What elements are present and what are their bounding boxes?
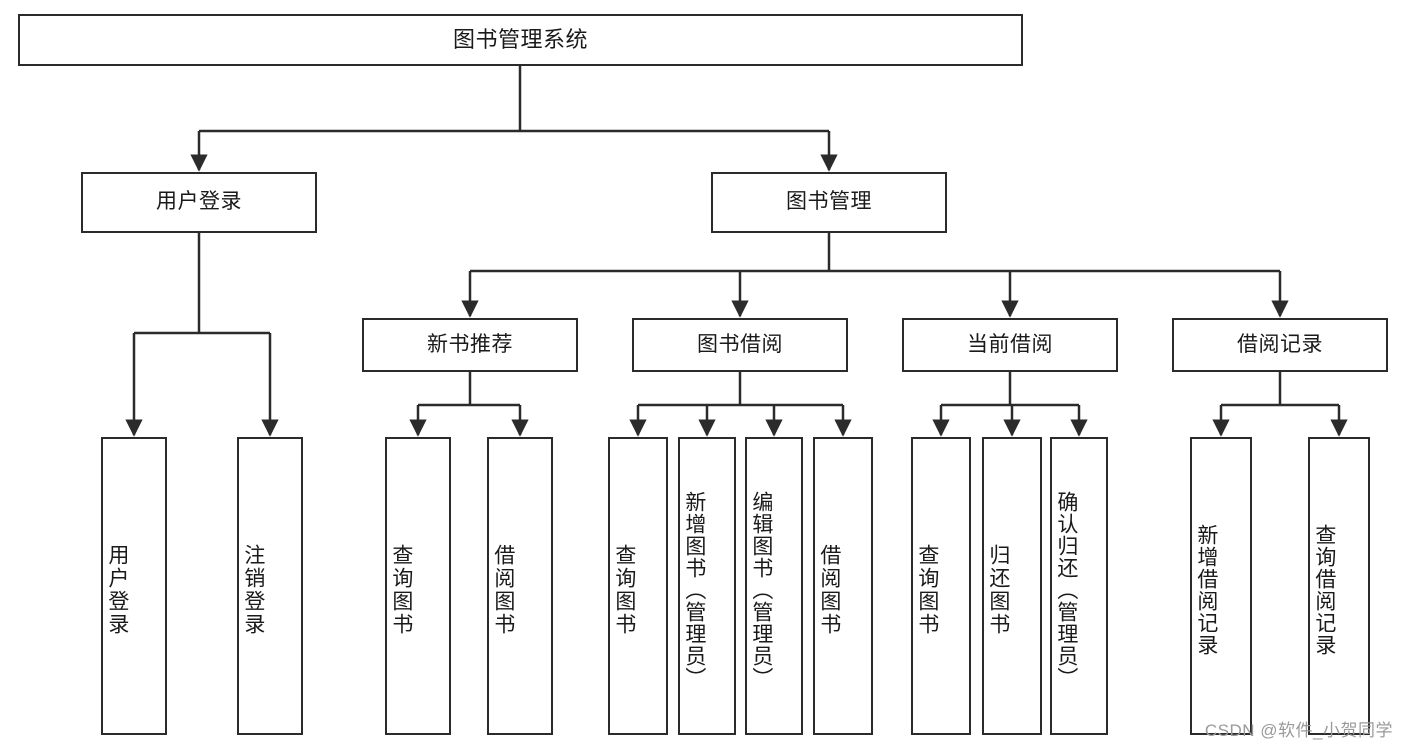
- node-label: 确认归还（管理员）: [1054, 491, 1078, 689]
- node-label: 图书管理: [786, 190, 872, 214]
- leaf-node-10[interactable]: 确认归还（管理员）: [1050, 437, 1108, 735]
- leaf-node-2[interactable]: 查询图书: [385, 437, 451, 735]
- leaf-node-0[interactable]: 用户登录: [101, 437, 167, 735]
- node-label: 借阅记录: [1237, 332, 1323, 356]
- leaf-node-12[interactable]: 查询借阅记录: [1308, 437, 1370, 735]
- level1-node-0[interactable]: 用户登录: [81, 172, 317, 233]
- node-label: 查询图书: [915, 544, 939, 636]
- leaf-node-5[interactable]: 新增图书（管理员）: [678, 437, 736, 735]
- root-node[interactable]: 图书管理系统: [18, 14, 1023, 66]
- leaf-node-1[interactable]: 注销登录: [237, 437, 303, 735]
- node-label: 新书推荐: [427, 332, 513, 356]
- node-label: 图书管理系统: [452, 27, 588, 53]
- node-label: 借阅图书: [817, 544, 841, 636]
- node-label: 借阅图书: [491, 544, 515, 636]
- leaf-node-8[interactable]: 查询图书: [911, 437, 971, 735]
- leaf-node-4[interactable]: 查询图书: [608, 437, 668, 735]
- node-label: 查询图书: [612, 544, 636, 636]
- leaf-node-6[interactable]: 编辑图书（管理员）: [745, 437, 803, 735]
- node-label: 查询借阅记录: [1312, 524, 1336, 656]
- node-label: 当前借阅: [967, 332, 1053, 356]
- node-label: 新增图书（管理员）: [682, 491, 706, 689]
- leaf-node-3[interactable]: 借阅图书: [487, 437, 553, 735]
- leaf-node-7[interactable]: 借阅图书: [813, 437, 873, 735]
- level2-node-1[interactable]: 图书借阅: [632, 318, 848, 372]
- level2-node-3[interactable]: 借阅记录: [1172, 318, 1388, 372]
- leaf-node-9[interactable]: 归还图书: [982, 437, 1042, 735]
- watermark-label: CSDN @软件_小贺同学: [1204, 721, 1393, 740]
- node-label: 用户登录: [105, 544, 129, 636]
- node-label: 归还图书: [986, 544, 1010, 636]
- node-label: 用户登录: [156, 190, 242, 214]
- node-label: 编辑图书（管理员）: [749, 491, 773, 689]
- node-label: 新增借阅记录: [1194, 524, 1218, 656]
- level1-node-1[interactable]: 图书管理: [711, 172, 947, 233]
- level2-node-2[interactable]: 当前借阅: [902, 318, 1118, 372]
- leaf-node-11[interactable]: 新增借阅记录: [1190, 437, 1252, 735]
- node-label: 图书借阅: [697, 332, 783, 356]
- node-label: 查询图书: [389, 544, 413, 636]
- node-label: 注销登录: [241, 544, 265, 636]
- level2-node-0[interactable]: 新书推荐: [362, 318, 578, 372]
